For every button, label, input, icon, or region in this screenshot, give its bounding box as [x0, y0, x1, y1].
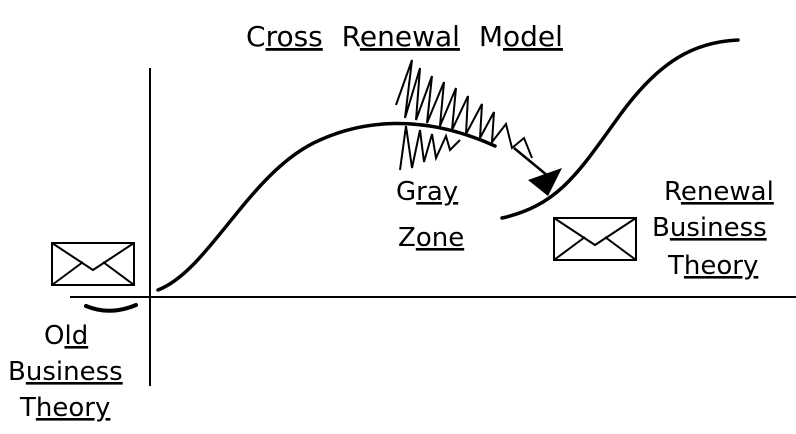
- old-envelope-icon: [51, 242, 135, 286]
- svg-text:Theory: Theory: [19, 393, 110, 423]
- old-line1-rest: ld: [64, 321, 88, 351]
- old-business-theory-label: Old Business Theory: [8, 321, 123, 423]
- diagram-title: Cross Renewal Model: [246, 20, 563, 53]
- title-word-model-cap: M: [479, 20, 503, 53]
- svg-text:Business: Business: [8, 357, 123, 387]
- renewal-line3-cap: T: [667, 251, 684, 281]
- renewal-line3-rest: heory: [684, 251, 758, 281]
- gray-zone-zigzag: [395, 59, 533, 159]
- renewal-line2-cap: B: [652, 213, 670, 243]
- title-word-renewal-rest: enewal: [360, 20, 460, 53]
- old-line2-cap: B: [8, 357, 26, 387]
- svg-text:Old: Old: [44, 321, 88, 351]
- renewal-s-curve: [500, 38, 740, 220]
- old-s-curve: [156, 121, 497, 292]
- old-curve-tail: [84, 303, 138, 313]
- svg-text:Renewal: Renewal: [664, 177, 774, 207]
- old-line1-cap: O: [44, 321, 64, 351]
- gray-zone-line1-rest: ray: [416, 177, 458, 207]
- old-line2-rest: usiness: [26, 357, 123, 387]
- svg-text:Zone: Zone: [398, 223, 464, 253]
- title-word-cross-rest: ross: [266, 20, 323, 53]
- renewal-line1-cap: R: [664, 177, 682, 207]
- title-word-cross-cap: C: [246, 20, 266, 53]
- renewal-line1-rest: enewal: [681, 177, 774, 207]
- transition-arrow: [513, 147, 549, 177]
- renewal-envelope-icon: [553, 217, 637, 261]
- old-line3-cap: T: [19, 393, 36, 423]
- svg-text:Gray: Gray: [396, 177, 458, 207]
- renewal-business-theory-label: Renewal Business Theory: [652, 177, 774, 281]
- title-word-renewal-cap: R: [342, 20, 361, 53]
- gray-zone-line2-cap: Z: [398, 223, 416, 253]
- gray-zone-zigzag-lower: [399, 125, 461, 171]
- svg-text:Cross Renewal Mode: Cross Renewal Model: [246, 20, 563, 53]
- svg-text:Theory: Theory: [667, 251, 758, 281]
- gray-zone-label: Gray Zone: [396, 177, 464, 253]
- title-word-model-rest: odel: [503, 20, 563, 53]
- old-line3-rest: heory: [36, 393, 110, 423]
- transition-arrow-head: [528, 168, 562, 196]
- svg-text:Business: Business: [652, 213, 767, 243]
- gray-zone-line1-cap: G: [396, 177, 416, 207]
- renewal-line2-rest: usiness: [670, 213, 767, 243]
- gray-zone-line2-rest: one: [416, 223, 464, 253]
